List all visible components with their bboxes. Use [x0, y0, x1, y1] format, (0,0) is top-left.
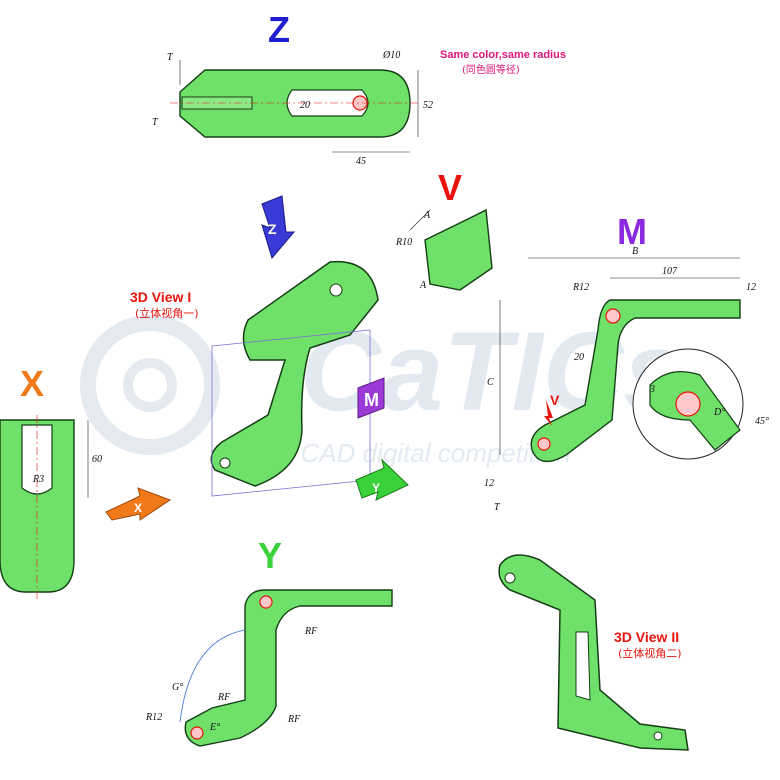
view-x-dim-r3: R3 [32, 474, 44, 485]
view-z-dim-t-top: T [167, 52, 174, 63]
view-3d-two-hole-top [504, 572, 516, 584]
view-v-part [424, 208, 493, 291]
view-m-arrow-v-label: V [550, 392, 560, 408]
view-3d-two-subtitle: (立体视角二) [618, 646, 682, 660]
view-3d-two-hole-bottom [653, 731, 663, 741]
arrow-z-icon: Z [261, 195, 296, 260]
arrow-y-label: Y [372, 481, 380, 495]
view-3d-one-part [210, 260, 379, 487]
view-3d-one-title: 3D View I [130, 289, 191, 305]
view-y-dim-rf-3: RF [287, 714, 301, 725]
watermark-tagline: 3D CAD digital competition [260, 438, 571, 468]
view-3d-one-subtitle: (立体视角一) [135, 306, 199, 320]
view-m-dim-c: C [487, 377, 494, 388]
view-3d-one-hole-bottom [219, 457, 231, 469]
view-z: Z T T 20 Ø10 52 45 Same color,same radiu… [152, 9, 566, 167]
view-y-dim-r12: R12 [145, 712, 162, 723]
view-y: Y RF G° RF RF R12 E° [145, 535, 393, 747]
view-y-letter: Y [258, 535, 282, 576]
arrow-x-icon: X [105, 487, 172, 521]
view-m-dim-107: 107 [662, 266, 678, 277]
view-z-letter: Z [268, 9, 290, 50]
watermark-gear-icon [80, 315, 220, 455]
view-3d-two-part [498, 554, 689, 751]
view-m-hole-bottom [537, 437, 551, 451]
view-y-part [184, 589, 393, 747]
arrow-z-label: Z [268, 221, 277, 237]
view-3d-two-title: 3D View II [614, 629, 679, 645]
view-m-dim-r12: R12 [572, 282, 589, 293]
view-m-dim-20: 20 [574, 352, 584, 363]
view-3d-two-slot [575, 631, 591, 701]
view-x-dim-60: 60 [92, 454, 102, 465]
arrow-y-icon: Y [355, 458, 409, 501]
view-v-dim-a-top: A [423, 210, 431, 221]
view-m-dim-d: D° [713, 407, 725, 418]
view-m-dim-t: T [494, 502, 501, 513]
view-m-dim-45: 45° [755, 416, 769, 427]
view-z-dim-t-bottom: T [152, 117, 159, 128]
view-x: X 60 R3 [0, 363, 102, 600]
view-m-dim-b: B [632, 246, 638, 257]
view-y-dim-g: G° [172, 682, 183, 693]
view-z-dim-height: 52 [423, 100, 433, 111]
same-radius-note-cn: (同色圆等径) [462, 63, 520, 76]
view-m-dim-12b: 12 [484, 478, 494, 489]
view-x-letter: X [20, 363, 44, 404]
view-m-part [530, 299, 741, 463]
watermark-gear-center-icon [123, 358, 177, 412]
view-m-hole-top [605, 308, 621, 324]
view-v-dim-a-bottom: A [419, 280, 427, 291]
view-z-dim-slot: 20 [300, 100, 310, 111]
view-v: V A R10 A [395, 167, 493, 291]
view-m-dim-3: 3 [649, 384, 655, 395]
view-y-hole-bottom [190, 726, 204, 740]
view-y-hole-top [259, 595, 273, 609]
view-3d-one-hole-top [329, 283, 343, 297]
view-z-dim-length: 45 [356, 156, 366, 167]
view-v-dim-r: R10 [395, 237, 412, 248]
view-z-dim-dia: Ø10 [382, 50, 400, 61]
view-m-detail-hole [675, 391, 701, 417]
arrow-m-label: M [364, 390, 379, 410]
view-v-dim-line [409, 209, 431, 231]
view-3d-two: 3D View II (立体视角二) [498, 554, 689, 751]
view-v-letter: V [438, 167, 462, 208]
view-z-slot [286, 89, 369, 117]
same-radius-note: Same color,same radius [440, 49, 566, 61]
view-3d-one: 3D View I (立体视角一) [130, 260, 379, 497]
view-y-dim-rf-1: RF [304, 626, 318, 637]
view-m-arrow-v-icon [544, 400, 553, 426]
arrow-m-icon: M [357, 377, 385, 419]
view-m-letter: M [617, 211, 647, 252]
view-y-dim-rf-2: RF [217, 692, 231, 703]
view-y-dim-e: E° [209, 722, 220, 733]
arrow-x-label: X [134, 501, 142, 515]
view-m-dim-12: 12 [746, 282, 756, 293]
view-y-angle-arc [179, 629, 246, 723]
view-m: M B 107 12 R12 20 C 12 T 3 D° 45° V [484, 211, 769, 513]
